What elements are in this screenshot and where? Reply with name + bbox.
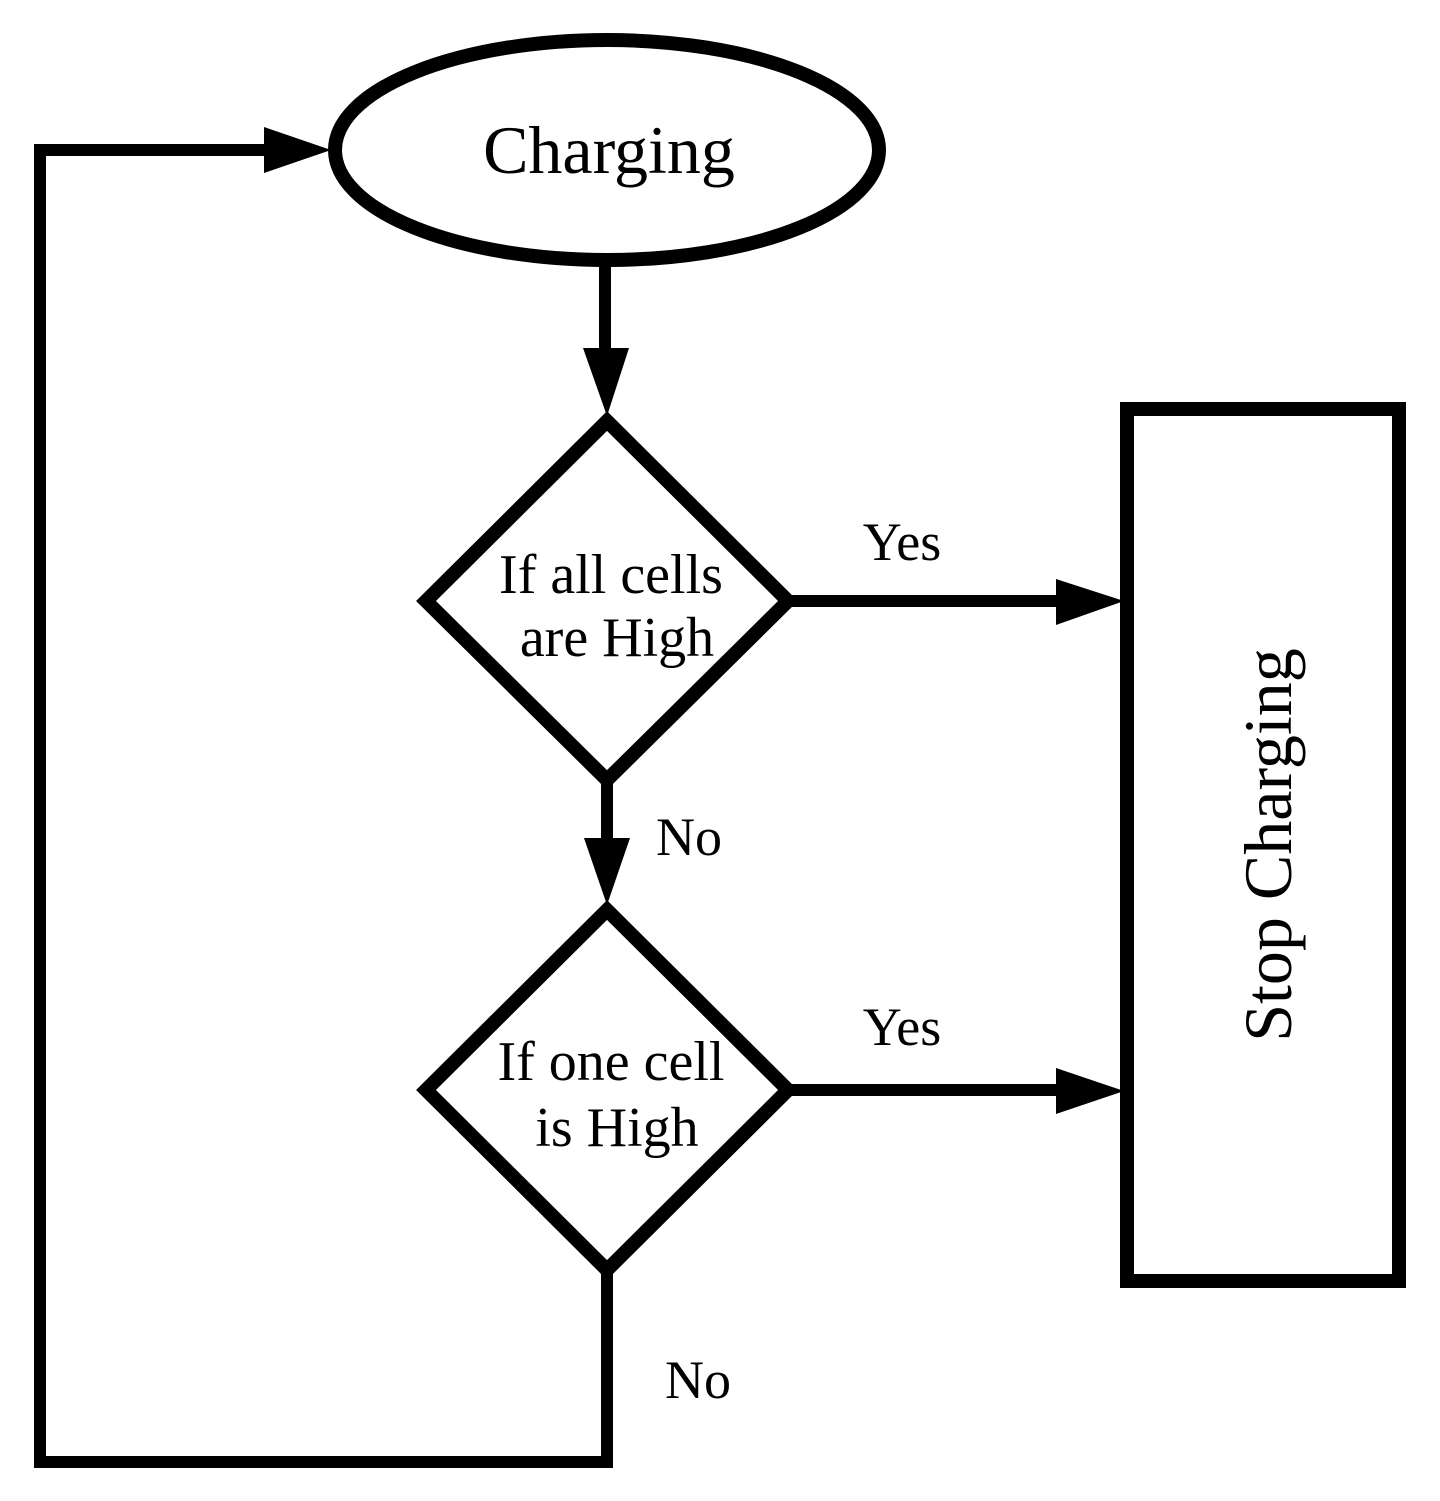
edge-one-no-label: No [665,1350,731,1410]
start-node: Charging [328,33,886,267]
decision-one-label-line1: If one cell [498,1031,725,1093]
stop-node: Stop Charging [1120,402,1406,1288]
arrowhead [264,127,331,173]
arrowhead [1056,1068,1124,1114]
edge-start-to-decision-all [583,262,629,416]
start-label: Charging [483,112,735,188]
edge-all-no-label: No [656,807,722,867]
edge-all-yes: Yes [784,512,1124,625]
stop-label: Stop Charging [1230,648,1306,1042]
start-ellipse [328,33,886,267]
edge-all-no: No [584,776,722,905]
decision-all-cells-high: If all cells are High [416,411,798,790]
arrowhead [583,348,629,416]
decision-all-label-line1: If all cells [499,544,723,606]
edge-all-yes-label: Yes [863,512,942,572]
decision-one-label-line2: is High [535,1097,698,1159]
arrowhead [1056,579,1124,625]
edge-line [34,144,613,1468]
edge-one-no-loop: No [34,127,731,1468]
stop-rectangle [1120,402,1406,1288]
decision-one-cell-high: If one cell is High [416,900,798,1280]
edge-one-yes: Yes [784,997,1124,1114]
arrowhead [584,838,630,905]
edge-one-yes-label: Yes [863,997,942,1057]
decision-all-label-line2: are High [520,607,714,669]
